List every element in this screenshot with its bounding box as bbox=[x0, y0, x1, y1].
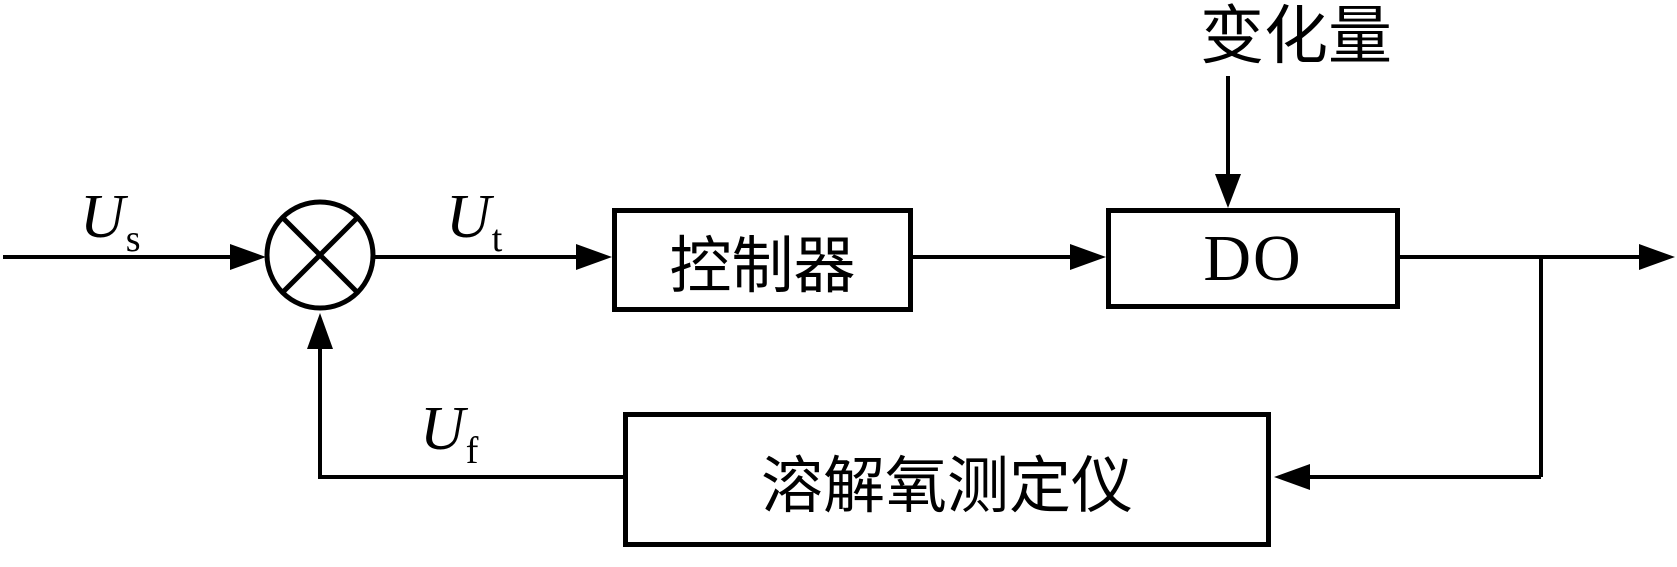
setpoint-signal-subscript: s bbox=[125, 218, 141, 260]
disturbance-arrowhead-icon bbox=[1215, 174, 1241, 208]
summing-junction-cross-icon bbox=[280, 215, 360, 295]
feedback-into-junction-arrowhead-icon bbox=[307, 313, 333, 349]
disturbance-label: 变化量 bbox=[1200, 1, 1392, 72]
output-arrowhead-icon bbox=[1639, 244, 1675, 270]
controller-block: 控制器 bbox=[612, 208, 913, 312]
setpoint-signal-label: Us bbox=[80, 186, 141, 258]
setpoint-signal-symbol: U bbox=[80, 183, 125, 251]
feedback-signal-label: Uf bbox=[420, 398, 478, 470]
control-signal-subscript: t bbox=[491, 218, 503, 260]
control-signal-label: Ut bbox=[446, 186, 502, 258]
control-arrowhead-icon bbox=[1070, 244, 1106, 270]
feedback-signal-subscript: f bbox=[465, 430, 479, 472]
summing-junction bbox=[264, 199, 376, 311]
feedback-left-line bbox=[318, 349, 623, 479]
dissolved-oxygen-analyzer-block-label: 溶解氧测定仪 bbox=[760, 452, 1133, 521]
controller-block-label: 控制器 bbox=[669, 233, 856, 301]
setpoint-arrowhead-icon bbox=[230, 244, 266, 270]
feedback-signal-symbol: U bbox=[420, 395, 465, 463]
do-process-block: DO bbox=[1106, 208, 1400, 309]
control-signal-symbol: U bbox=[446, 183, 491, 251]
error-arrowhead-icon bbox=[576, 244, 612, 270]
do-process-block-label: DO bbox=[1203, 221, 1303, 295]
feedback-into-sensor-arrowhead-icon bbox=[1274, 464, 1310, 490]
dissolved-oxygen-analyzer-block: 溶解氧测定仪 bbox=[623, 412, 1271, 547]
